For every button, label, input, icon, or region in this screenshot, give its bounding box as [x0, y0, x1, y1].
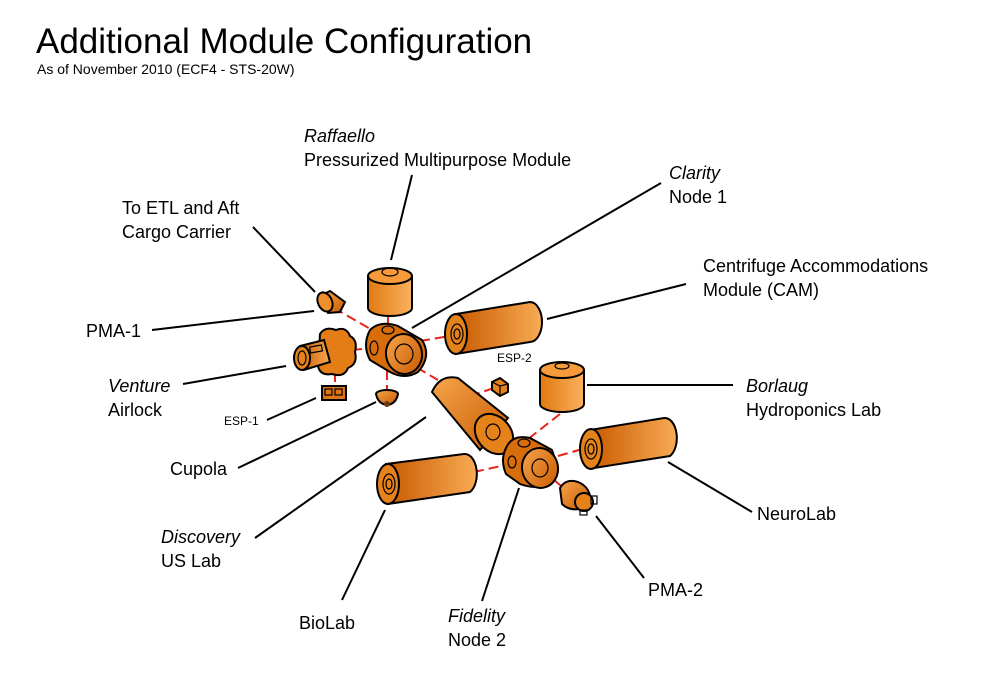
label-neurolab-text: NeuroLab	[757, 504, 837, 524]
leader-esp1	[266, 397, 317, 421]
label-cam-line2: Module (CAM)	[703, 280, 820, 300]
label-neurolab: NeuroLab	[757, 502, 836, 526]
label-biolab-text: BioLab	[299, 613, 356, 633]
cam-module[interactable]	[444, 300, 543, 356]
raffaello-module[interactable]	[367, 267, 413, 317]
label-raffaello-name: Raffaello	[304, 126, 376, 146]
label-clarity-desc: Node 1	[669, 187, 728, 207]
fidelity-node2[interactable]	[502, 436, 561, 491]
label-cam: Centrifuge Accommodations Module (CAM)	[703, 254, 928, 302]
esp2-pallet[interactable]	[491, 376, 509, 398]
label-pma2: PMA-2	[648, 578, 703, 602]
leader-raffaello	[390, 174, 413, 261]
leader-pma1	[151, 310, 315, 331]
leader-lines	[151, 174, 753, 602]
cupola-module[interactable]	[374, 389, 400, 407]
label-discovery: Discovery US Lab	[161, 525, 240, 573]
leader-neurolab	[667, 461, 753, 513]
diagram-subtitle: As of November 2010 (ECF4 - STS-20W)	[37, 61, 295, 77]
label-fidelity-name: Fidelity	[448, 606, 506, 626]
label-cupola: Cupola	[170, 457, 227, 481]
label-clarity: Clarity Node 1	[669, 161, 727, 209]
label-pma1-text: PMA-1	[86, 321, 142, 341]
label-borlaug-name: Borlaug	[746, 376, 809, 396]
pma1-module[interactable]	[314, 289, 347, 315]
label-cam-line1: Centrifuge Accommodations	[703, 256, 929, 276]
label-etl: To ETL and Aft Cargo Carrier	[122, 196, 239, 244]
label-biolab: BioLab	[299, 611, 355, 635]
label-etl-line1: To ETL and Aft	[122, 198, 240, 218]
diagram-title: Additional Module Configuration	[36, 22, 533, 61]
label-pma2-text: PMA-2	[648, 580, 704, 600]
connector-cam-node1	[419, 335, 451, 342]
leader-clarity	[411, 182, 662, 329]
label-discovery-name: Discovery	[161, 527, 241, 547]
label-borlaug-desc: Hydroponics Lab	[746, 400, 882, 420]
label-etl-line2: Cargo Carrier	[122, 222, 232, 242]
label-venture-desc: Airlock	[108, 400, 163, 420]
venture-airlock-module[interactable]	[293, 327, 357, 377]
label-fidelity-desc: Node 2	[448, 630, 507, 650]
label-discovery-desc: US Lab	[161, 551, 222, 571]
label-esp1: ESP-1	[224, 414, 259, 428]
borlaug-hydroponics-module[interactable]	[539, 361, 585, 413]
label-esp2: ESP-2	[497, 351, 532, 365]
leader-pma2	[595, 515, 645, 579]
leader-fidelity	[481, 487, 520, 602]
label-venture-name: Venture	[108, 376, 171, 396]
label-borlaug: Borlaug Hydroponics Lab	[746, 374, 881, 422]
pma2-module[interactable]	[558, 479, 598, 516]
neurolab-module[interactable]	[579, 416, 678, 470]
clarity-node1[interactable]	[365, 322, 428, 377]
label-clarity-name: Clarity	[669, 163, 721, 183]
leader-cupola	[237, 401, 377, 469]
discovery-us-lab[interactable]	[430, 376, 521, 462]
label-pma1: PMA-1	[86, 319, 141, 343]
label-cupola-text: Cupola	[170, 459, 228, 479]
leader-biolab	[341, 509, 386, 601]
esp1-pallet[interactable]	[321, 385, 347, 401]
label-raffaello: Raffaello Pressurized Multipurpose Modul…	[304, 124, 571, 172]
leader-discovery	[254, 416, 427, 539]
leader-venture	[182, 365, 287, 385]
label-raffaello-desc: Pressurized Multipurpose Module	[304, 150, 572, 170]
leader-cam	[546, 283, 687, 320]
label-venture: Venture Airlock	[108, 374, 170, 422]
leader-etl	[252, 226, 316, 293]
biolab-module[interactable]	[376, 452, 478, 506]
label-fidelity: Fidelity Node 2	[448, 604, 506, 652]
